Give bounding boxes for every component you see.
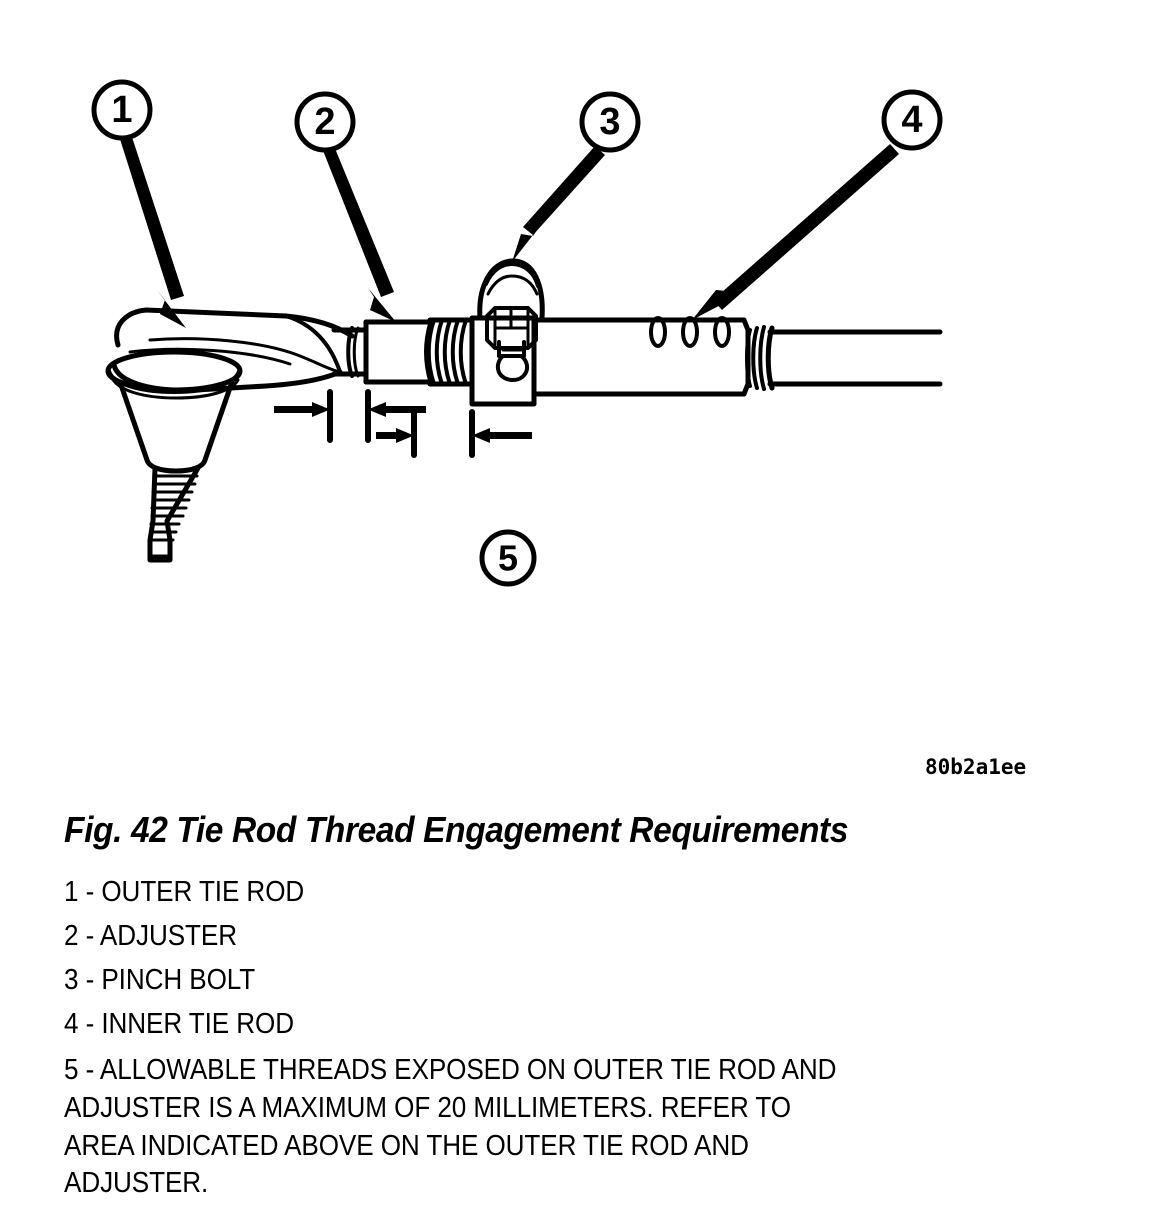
callout-3: 3 xyxy=(579,91,641,153)
figure-reference-code: 80b2a1ee xyxy=(925,755,1027,779)
outer-tie-rod-end xyxy=(105,307,355,563)
inner-tie-rod-shaft xyxy=(745,325,943,391)
figure-title: Fig. 42 Tie Rod Thread Engagement Requir… xyxy=(64,809,849,850)
callout-3-number: 3 xyxy=(599,101,620,143)
dimension-arrow-left-1 xyxy=(368,402,426,417)
callout-leader-1 xyxy=(119,134,186,328)
callout-2: 2 xyxy=(294,91,356,153)
callout-1: 1 xyxy=(91,79,153,141)
drawing-background xyxy=(0,0,1152,800)
legend-item-1: 1 - OUTER TIE ROD xyxy=(64,876,305,908)
dimension-arrow-right-2 xyxy=(376,428,414,443)
dimension-arrow-right-1 xyxy=(274,402,330,417)
adjuster xyxy=(363,317,475,387)
inner-tie-rod-tube xyxy=(531,316,751,397)
callout-5: 5 xyxy=(479,529,537,587)
dimension-extension-lines xyxy=(327,389,475,458)
dimension-arrow-left-2 xyxy=(472,428,532,443)
callout-2-number: 2 xyxy=(314,101,335,143)
callout-5-number: 5 xyxy=(498,538,518,579)
legend-list: 1 - OUTER TIE ROD 2 - ADJUSTER 3 - PINCH… xyxy=(64,870,1094,1203)
callout-leaders xyxy=(119,134,899,328)
legend-item-5: 5 - ALLOWABLE THREADS EXPOSED ON OUTER T… xyxy=(64,1054,837,1200)
callout-1-number: 1 xyxy=(111,89,132,131)
legend-item-2: 2 - ADJUSTER xyxy=(64,920,237,953)
tie-rod-assembly-drawing: 1 2 3 4 5 xyxy=(0,0,1152,800)
callout-leader-2 xyxy=(322,146,396,322)
legend-item-3: 3 - PINCH BOLT xyxy=(64,964,256,997)
callout-4-number: 4 xyxy=(901,99,922,141)
callout-4: 4 xyxy=(881,89,943,151)
dimension-arrows xyxy=(274,402,532,443)
assembly-geometry xyxy=(105,258,943,563)
callout-leader-3 xyxy=(512,146,605,262)
caption-block: Fig. 42 Tie Rod Thread Engagement Requir… xyxy=(0,812,1152,1203)
callout-leader-4 xyxy=(692,144,899,320)
callout-circles: 1 2 3 4 5 xyxy=(91,79,943,587)
outer-tie-rod-shank xyxy=(331,326,369,378)
technical-illustration: 1 2 3 4 5 xyxy=(0,0,1152,800)
legend-item-4: 4 - INNER TIE ROD xyxy=(64,1008,295,1041)
pinch-bolt-clamp xyxy=(469,258,545,407)
